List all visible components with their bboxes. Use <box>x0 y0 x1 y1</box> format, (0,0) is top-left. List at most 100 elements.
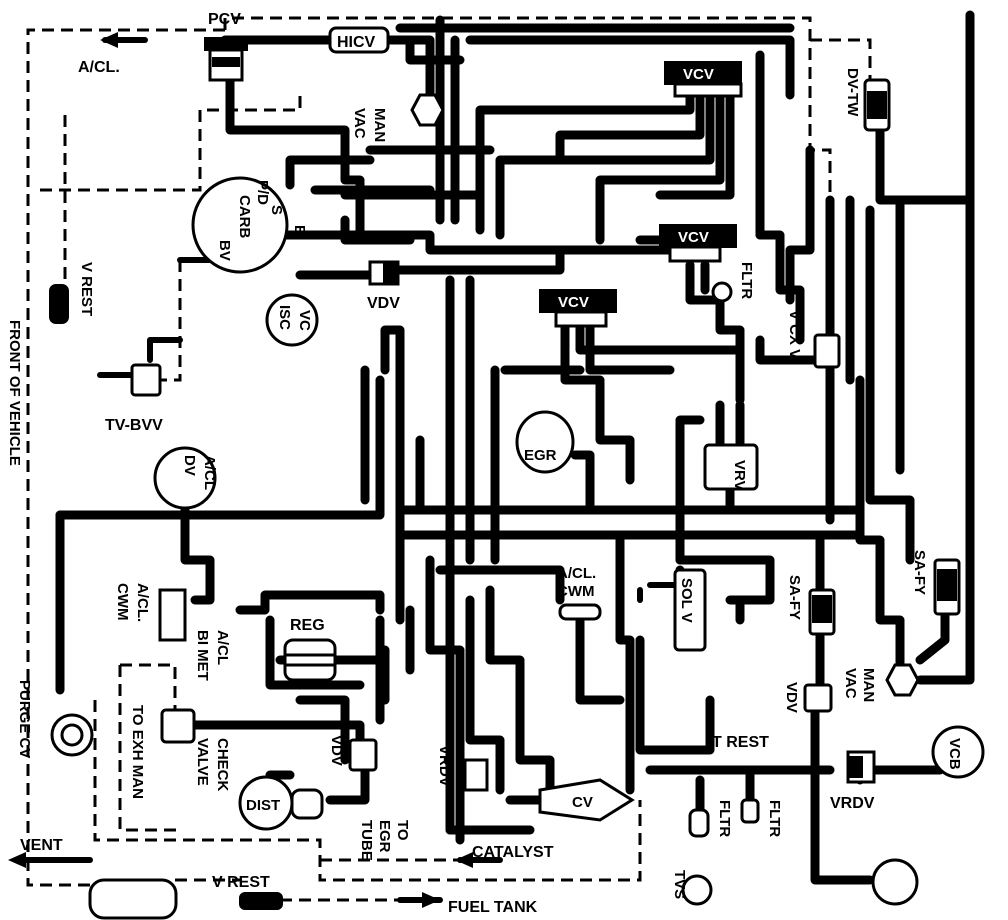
egr-valve <box>515 410 575 474</box>
arrows <box>8 32 473 908</box>
label-acl-cwm-left-1: A/CL. <box>134 583 151 622</box>
label-tvs: TVS <box>671 870 688 899</box>
label-egr: EGR <box>524 447 557 464</box>
label-sol-v: SOL V <box>678 578 695 623</box>
vrdv-mid-valve <box>463 758 489 792</box>
label-vcb: VCB <box>946 738 963 770</box>
carb-bowl-vent <box>191 176 289 274</box>
label-acl-bimet-1: A/CL <box>214 630 231 665</box>
label-bv: BV <box>216 240 233 261</box>
label-vcv-3: VCV <box>558 294 589 311</box>
label-vent: VENT <box>20 837 63 854</box>
acl-cwm-mid-valve <box>558 603 602 621</box>
vdv-top-valve <box>368 260 400 286</box>
label-dv-tw: DV-TW <box>844 68 861 117</box>
label-acl-cwm-mid-1: A/CL. <box>557 565 596 582</box>
vdv-right-valve <box>803 683 833 713</box>
label-man-vac-right-1: MAN <box>860 668 877 702</box>
labels: PCV HICV A/CL. MAN VAC VCV VCV VCV DV-TW… <box>6 11 963 916</box>
label-catalyst: CATALYST <box>472 844 554 861</box>
label-to-egr-tube-2: EGR <box>376 820 393 853</box>
label-fltr-bot-2: FLTR <box>766 800 783 837</box>
vrdv-right-valve <box>846 750 876 784</box>
label-vdv-top: VDV <box>367 295 400 312</box>
label-to-egr-tube-1: TO <box>394 820 411 841</box>
check-valve <box>160 708 196 744</box>
v-rest-left-restrictor <box>49 284 69 324</box>
vcv-lower-valve <box>539 289 617 328</box>
label-acl-cwm-mid-2: CWM <box>557 583 595 600</box>
vrv-valve <box>703 443 759 491</box>
label-carb: CARB <box>236 195 253 238</box>
label-man-vac-top-1: MAN <box>371 108 388 142</box>
sol-v-solenoid <box>673 568 707 652</box>
reg-valve <box>283 638 337 682</box>
label-s: S <box>268 205 285 215</box>
vcv-top-valve <box>664 61 743 98</box>
label-check-valve-1: CHECK <box>214 738 231 792</box>
label-t-rest: T REST <box>712 734 769 751</box>
label-reg: REG <box>290 617 325 634</box>
label-acl-dv-1: A/CL <box>201 455 218 490</box>
purge-cv-valve <box>50 713 94 757</box>
label-acl-dv-2: DV <box>181 455 198 476</box>
label-vcv-1: VCV <box>683 66 714 83</box>
man-vac-port-right <box>885 663 920 697</box>
label-fltr-bot-1: FLTR <box>716 800 733 837</box>
label-to-exh-man: TO EXH MAN <box>129 705 146 799</box>
label-tv-bvv: TV-BVV <box>105 417 163 434</box>
label-man-vac-top-2: VAC <box>351 108 368 139</box>
label-fltr-top: FLTR <box>738 262 755 299</box>
fltr-bottom-element-1 <box>688 808 710 838</box>
label-vrdv-right: VRDV <box>830 795 875 812</box>
label-cv: CV <box>572 794 593 811</box>
label-acl-top: A/CL. <box>78 59 120 76</box>
label-hicv: HICV <box>337 34 376 51</box>
label-man-vac-right-2: VAC <box>842 668 859 699</box>
tvs-sensor <box>681 874 713 906</box>
vc-isc-actuator <box>265 293 319 347</box>
sa-fy-valve-1 <box>808 588 836 636</box>
label-dist: DIST <box>246 797 280 814</box>
vcb-actuator <box>931 725 985 779</box>
label-vcv-2: VCV <box>678 229 709 246</box>
vacuum-hoses <box>55 10 975 885</box>
label-front-of-vehicle: FRONT OF VEHICLE <box>6 320 23 466</box>
cv-valve <box>538 778 635 822</box>
label-vdv-mid: VDV <box>328 735 345 766</box>
vcv-middle-valve <box>659 224 737 263</box>
tv-bvv-valve <box>130 363 162 397</box>
label-vdv-right: VDV <box>783 682 800 713</box>
sa-fy-valve-2 <box>933 558 961 616</box>
label-check-valve-2: VALVE <box>194 738 211 786</box>
dashed-lines <box>26 16 872 902</box>
label-e: E <box>291 225 308 235</box>
vdv-mid-valve <box>348 738 378 772</box>
label-acl-cwm-left-2: CWM <box>114 583 131 621</box>
pcv-valve <box>204 37 248 82</box>
label-v-rest-bot: V REST <box>212 874 270 891</box>
label-isc: ISC <box>276 305 293 330</box>
label-to-egr-tube-3: TUBE <box>358 820 375 861</box>
label-v-rest-left: V REST <box>78 262 95 316</box>
distributor <box>238 775 324 831</box>
dv-tw-valve <box>863 78 891 132</box>
label-v-cx-v: V CX V <box>786 310 803 359</box>
fltr-top-element <box>711 281 733 303</box>
v-cx-v-valve <box>813 333 841 369</box>
hicv-valve <box>328 26 390 54</box>
label-acl-bimet-2: BI MET <box>194 630 211 681</box>
acl-cwm-left-valve <box>158 588 187 642</box>
acl-dv-actuator <box>153 446 217 510</box>
man-vac-port-top <box>410 93 445 127</box>
label-sa-fy-2: SA-FY <box>911 550 928 595</box>
label-sa-fy-1: SA-FY <box>786 575 803 620</box>
label-vrv: VRV <box>731 460 748 491</box>
bottom-right-sensor <box>871 858 919 906</box>
label-vc: VC <box>296 310 313 331</box>
v-rest-bottom-restrictor <box>239 892 283 910</box>
label-purge-cv: PURGE CV <box>16 680 33 758</box>
fltr-bottom-element-2 <box>740 798 760 824</box>
